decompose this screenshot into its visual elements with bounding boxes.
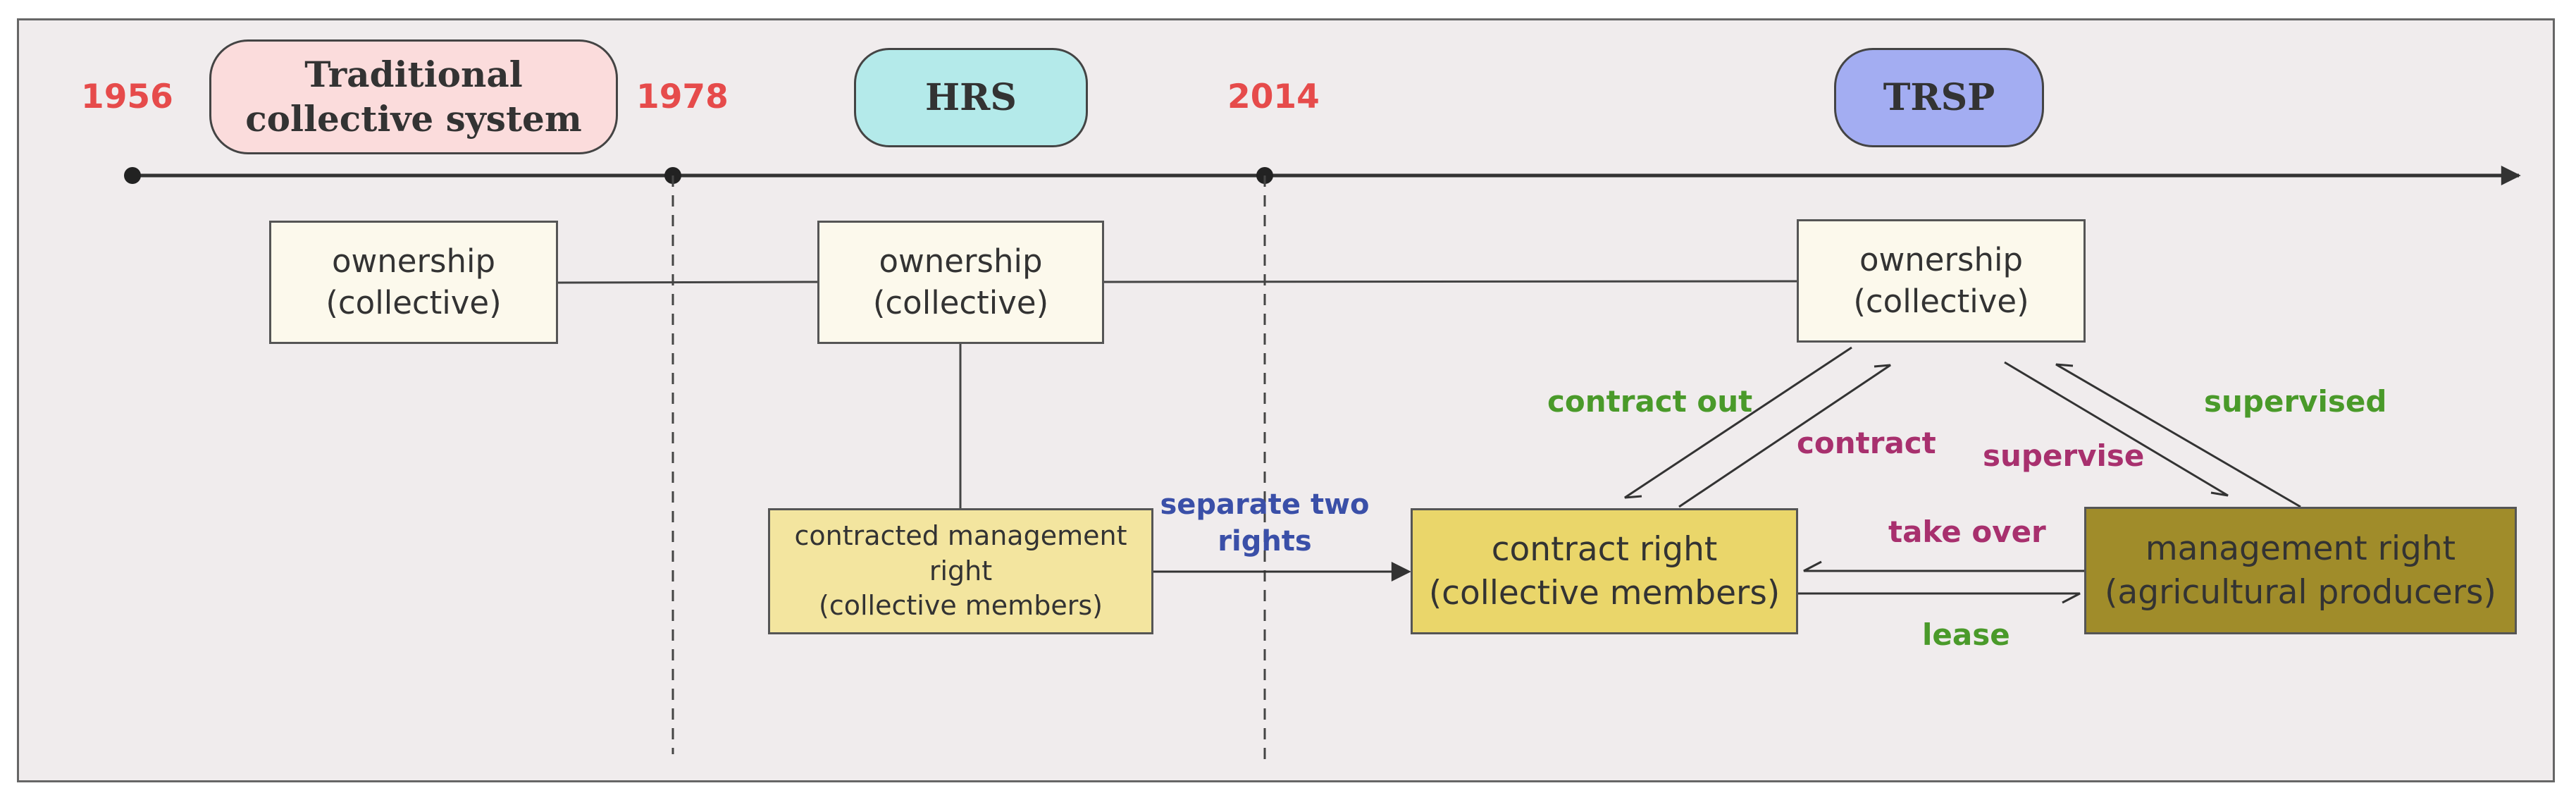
label-separate-two-rights: separate two rights	[1160, 488, 1370, 558]
supervise-arrow	[2004, 361, 2229, 497]
lease-arrow	[1798, 592, 2081, 604]
timeline-dot-1956	[124, 167, 141, 184]
ownership-box-traditional: ownership (collective)	[269, 221, 558, 344]
management-right-box: management right (agricultural producers…	[2084, 507, 2517, 634]
take-over-arrow	[1803, 560, 2086, 572]
label-supervised: supervised	[2204, 384, 2387, 419]
year-1978: 1978	[636, 78, 729, 116]
label-take-over: take over	[1888, 515, 2046, 549]
ownership-box-hrs: ownership (collective)	[817, 221, 1104, 344]
period-hrs: HRS	[854, 48, 1088, 147]
period-traditional-collective-system: Traditional collective system	[209, 39, 618, 154]
year-2014: 2014	[1227, 78, 1320, 116]
label-contract: contract	[1797, 426, 1936, 460]
label-contract-out: contract out	[1547, 384, 1753, 419]
ownership-link-2	[1103, 280, 1797, 283]
ownership-box-trsp: ownership (collective)	[1797, 219, 2086, 343]
label-supervise: supervise	[1983, 438, 2145, 473]
year-1956: 1956	[81, 78, 173, 116]
contract-arrow	[1678, 364, 1891, 508]
contract-right-box: contract right (collective members)	[1411, 508, 1798, 634]
ownership-link-1	[557, 281, 818, 284]
period-trsp: TRSP	[1834, 48, 2044, 147]
label-lease: lease	[1922, 617, 2010, 652]
contracted-management-right-box: contracted management right (collective …	[768, 508, 1153, 634]
supervised-arrow	[2055, 363, 2301, 508]
contract-out-arrow	[1624, 346, 1852, 499]
